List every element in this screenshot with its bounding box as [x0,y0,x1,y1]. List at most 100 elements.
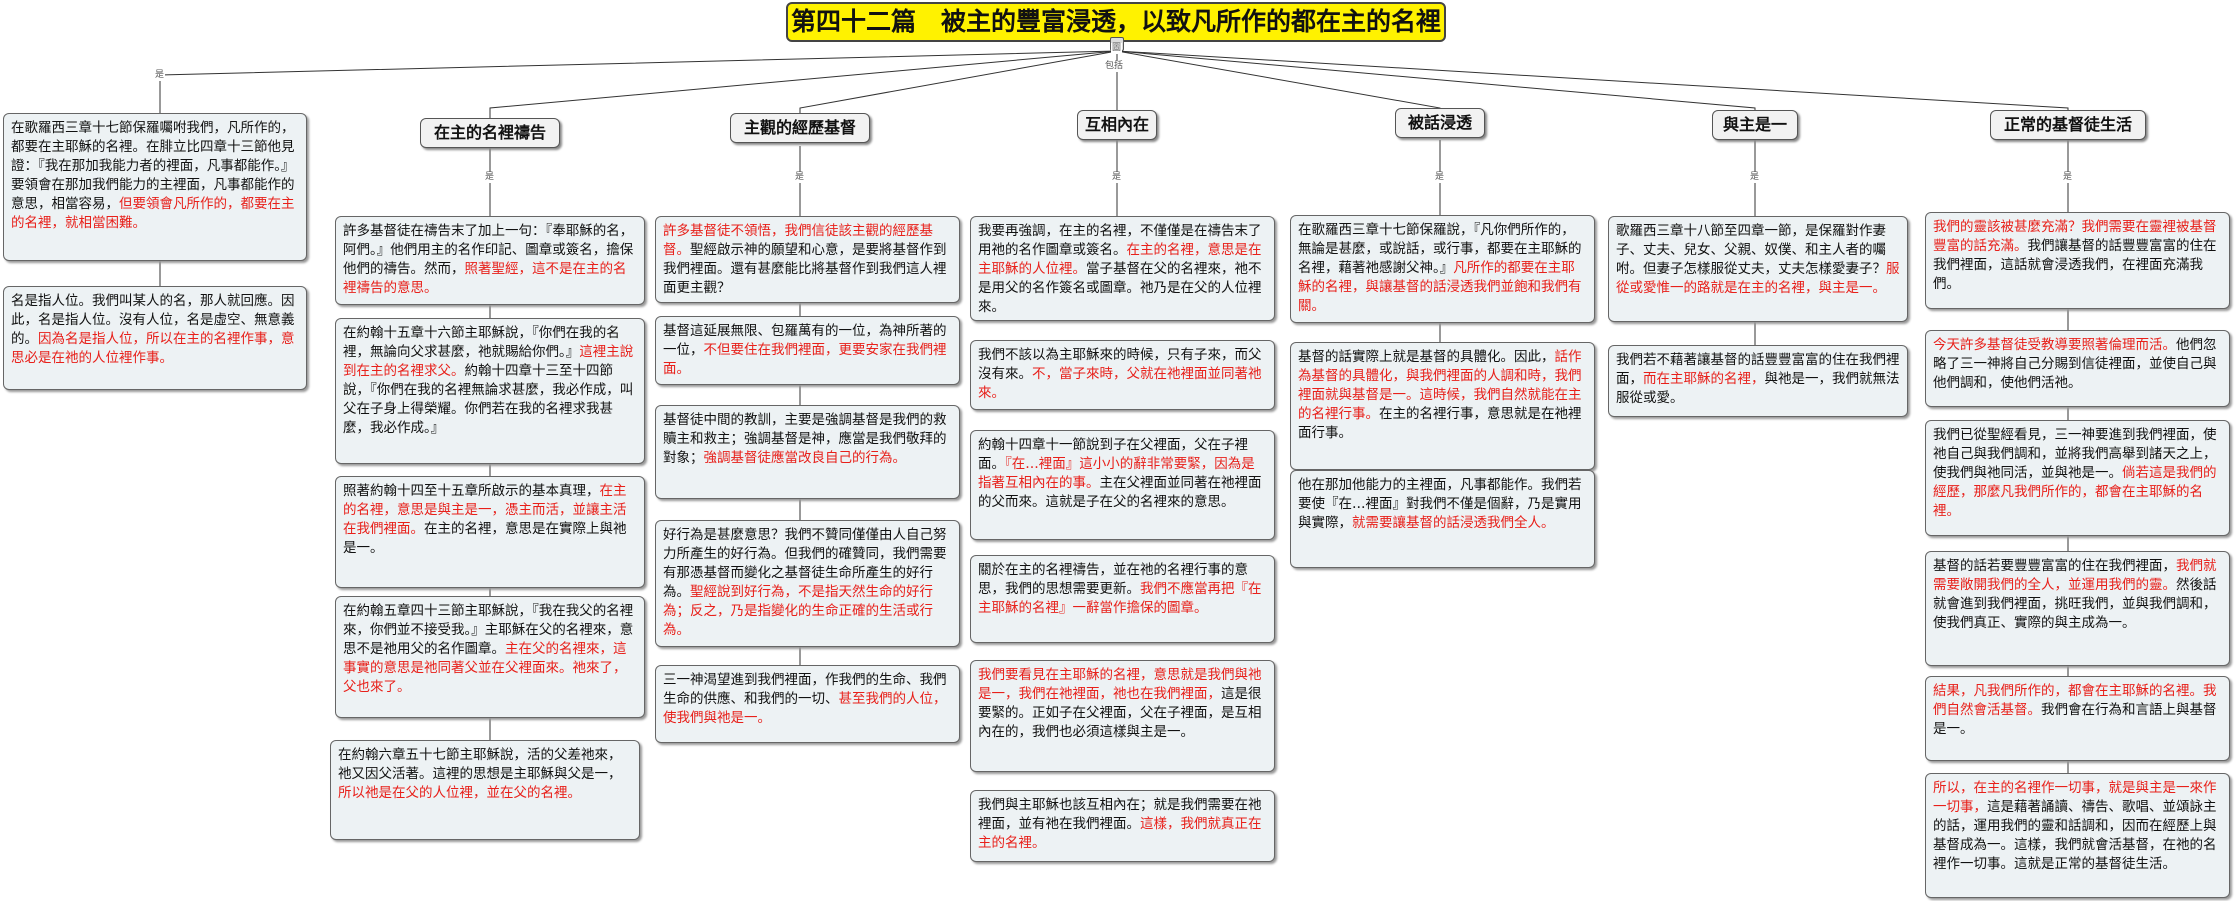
highlight-text: 所以祂是在父的人位裡，並在父的名裡。 [338,785,581,801]
card-text: 我們若不藉著讓基督的話豐豐富富的住在我們裡面， [1616,352,1900,387]
card-text: 基督徒中間的教訓，主要是強調基督是我們的救贖主和救主；強調基督是神，應當是我們敬… [663,412,947,466]
connector-label-col-4: 是 [1749,172,1761,183]
highlight-text: 我們就需要敞開我們的全人，並運用我們的靈。 [1933,558,2217,593]
topic-card[interactable]: 所以，在主的名裡作一切事，就是與主是一來作一切事，這是藉著誦讀、禱告、歌唱、並頌… [1925,773,2230,898]
card-text: 我們不該以為主耶穌來的時候，只有子來，而父沒有來。 [978,347,1262,382]
highlight-text: 『在…裡面』這小小的辭非常要緊，因為是指著互相內在的事。 [978,456,1255,491]
highlight-text: 強調基督徒應當改良自己的行為。 [703,450,907,466]
card-text: 我們已從聖經看見，三一神要進到我們裡面，使祂自己與我們調和，並將我們高舉到諸天之… [1933,427,2217,481]
card-text: 我們與主耶穌也該互相內在；就是我們需要在祂裡面，並有祂在我們裡面。 [978,797,1262,832]
highlight-text: 凡所作的都要在主耶穌的名裡，與讓基督的話浸透我們並飽和我們有關。 [1298,260,1582,314]
topic-card[interactable]: 基督徒中間的教訓，主要是強調基督是我們的救贖主和救主；強調基督是神，應當是我們敬… [655,405,960,499]
card-text: 聖經啟示神的願望和心意，是要將基督作到我們裡面。還有甚麼能比將基督作到我們這人裡… [663,242,947,296]
topic-card[interactable]: 歌羅西三章十八節至四章一節，是保羅對作妻子、丈夫、兒女、父親、奴僕、和主人者的囑… [1608,216,1908,322]
topic-card[interactable]: 在約翰十五章十六節主耶穌說，『你們在我的名裡，無論向父求甚麼，祂就賜給你們。』這… [335,318,645,464]
connector-label-col-5: 是 [2062,172,2074,183]
highlight-text: 服從或愛惟一的路就是在主的名裡，與主是一。 [1616,261,1900,296]
map-title[interactable]: 第四十二篇 被主的豐富浸透，以致凡所作的都在主的名裡 [786,2,1446,42]
card-text: 歌羅西三章十八節至四章一節，是保羅對作妻子、丈夫、兒女、父親、奴僕、和主人者的囑… [1616,223,1886,277]
card-text: 我要再強調，在主的名裡，不僅僅是在禱告末了用祂的名作圖章或簽名。 [978,223,1262,258]
card-text: 約翰十四章十一節說到子在父裡面，父在子裡面。 [978,437,1248,472]
highlight-text: 許多基督徒不領悟，我們信徒該主觀的經歷基督。 [663,223,933,258]
card-text: 當子基督在父的名裡來，祂不是用父的名作簽名或圖章。祂乃是在父的人位裡來。 [978,261,1262,315]
card-text: 基督的話若要豐豐富富的住在我們裡面， [1933,558,2176,574]
topic-card[interactable]: 基督的話實際上就是基督的具體化。因此，話作為基督的具體化，與我們裡面的人調和時，… [1290,342,1595,470]
topic-card[interactable]: 我們與主耶穌也該互相內在；就是我們需要在祂裡面，並有祂在我們裡面。這樣，我們就真… [970,790,1275,862]
topic-card[interactable]: 許多基督徒在禱告末了加上一句：『奉耶穌的名，阿們。』他們用主的名作印記、圖章或簽… [335,216,645,305]
highlight-text: 我們的靈該被甚麼充滿？我們需要在靈裡被基督豐富的話充滿。 [1933,219,2217,254]
card-text: 主在父裡面並同著在祂裡面的父而來。這就是子在父的名裡來的意思。 [978,475,1262,510]
column-heading[interactable]: 正常的基督徒生活 [1990,110,2146,140]
column-heading[interactable]: 主觀的經歷基督 [730,113,870,143]
highlight-text: 所以，在主的名裡作一切事，就是與主是一來作一切事， [1933,780,2217,815]
highlight-text: 結果，凡我們所作的，都會在主耶穌的名裡。我們自然會活基督。 [1933,683,2217,718]
topic-card[interactable]: 我們已從聖經看見，三一神要進到我們裡面，使祂自己與我們調和，並將我們高舉到諸天之… [1925,420,2230,536]
topic-card[interactable]: 我們不該以為主耶穌來的時候，只有子來，而父沒有來。不，當子來時，父就在祂裡面並同… [970,340,1275,410]
topic-card[interactable]: 在歌羅西三章十七節保羅說，『凡你們所作的，無論是甚麼，或說話，或行事，都要在主耶… [1290,215,1595,323]
card-text: 在約翰十五章十六節主耶穌說，『你們在我的名裡，無論向父求甚麼，祂就賜給你們。』 [343,325,620,360]
card-text: 這是很要緊的。正如子在父裡面，父在子裡面，是互相內在的，我們也必須這樣與主是一。 [978,686,1262,740]
intro-card[interactable]: 在歌羅西三章十七節保羅囑咐我們，凡所作的，都要在主耶穌的名裡。在腓立比四章十三節… [3,113,307,261]
card-text: 三一神渴望進到我們裡面，作我們的生命、我們生命的供應、和我們的一切、 [663,672,947,707]
topic-card[interactable]: 在約翰五章四十三節主耶穌說，『我在我父的名裡來，你們並不接受我。』主耶穌在父的名… [335,596,645,718]
card-text: 照著約翰十四至十五章所啟示的基本真理， [343,483,600,499]
card-text: 我們讓基督的話豐豐富富的住在我們裡面，這話就會浸透我們，在裡面充滿我們。 [1933,238,2217,292]
connector-label-col-3: 是 [1434,172,1446,183]
highlight-text: 話作為基督的具體化，與我們裡面的人調和時，我們裡面就與基督是一。這時候，我們自然… [1298,349,1582,422]
card-text: 他在那加他能力的主裡面，凡事都能作。我們若要使『在…裡面』對我們不僅是個辭，乃是… [1298,477,1582,531]
column-heading[interactable]: 在主的名裡禱告 [420,118,560,148]
card-text: 在主的名裡，意思是在實際上與祂是一。 [343,521,627,556]
connector-label-col-1: 是 [794,172,806,183]
highlight-text: 我們要看見在主耶穌的名裡，意思就是我們與祂是一，我們在祂裡面，祂也在我們裡面， [978,667,1262,702]
column-heading[interactable]: 互相內在 [1077,110,1157,140]
topic-card[interactable]: 約翰十四章十一節說到子在父裡面，父在子裡面。『在…裡面』這小小的辭非常要緊，因為… [970,430,1275,540]
topic-card[interactable]: 許多基督徒不領悟，我們信徒該主觀的經歷基督。聖經啟示神的願望和心意，是要將基督作… [655,216,960,303]
topic-card[interactable]: 我們要看見在主耶穌的名裡，意思就是我們與祂是一，我們在祂裡面，祂也在我們裡面，這… [970,660,1275,772]
connector-label-root: 圖 [1111,43,1123,54]
card-text: 基督這延展無限、包羅萬有的一位，為神所著的一位， [663,323,947,358]
highlight-text: 不，當子來時，父就在祂裡面並同著祂來。 [978,366,1262,401]
topic-card[interactable]: 照著約翰十四至十五章所啟示的基本真理，在主的名裡，意思是與主是一，憑主而活，並讓… [335,476,645,588]
topic-card[interactable]: 在約翰六章五十七節主耶穌說，活的父差祂來，祂又因父活著。這裡的思想是主耶穌與父是… [330,740,640,840]
highlight-text: 就需要讓基督的話浸透我們全人。 [1352,515,1555,531]
highlight-text: 今天許多基督徒受教導要照著倫理而活。 [1933,337,2176,353]
highlight-text: 在主的名裡，意思是在主耶穌的人位裡。 [978,242,1262,277]
highlight-text: 而在主耶穌的名裡， [1643,371,1765,387]
connector-label-intro: 是 [154,70,166,81]
intro-card[interactable]: 名是指人位。我們叫某人的名，那人就回應。因此，名是指人位。沒有人位，名是虛空、無… [3,286,307,390]
topic-card[interactable]: 我們的靈該被甚麼充滿？我們需要在靈裡被基督豐富的話充滿。我們讓基督的話豐豐富富的… [1925,212,2230,309]
card-text: 許多基督徒在禱告末了加上一句：『奉耶穌的名，阿們。』他們用主的名作印記、圖章或簽… [343,223,634,277]
topic-card[interactable]: 基督的話若要豐豐富富的住在我們裡面，我們就需要敞開我們的全人，並運用我們的靈。然… [1925,551,2230,666]
card-text: 與祂是一，我們就無法服從或愛。 [1616,371,1900,406]
highlight-text: 在主的名裡，意思是與主是一，憑主而活，並讓主活在我們裡面。 [343,483,627,537]
topic-card[interactable]: 好行為是甚麼意思？我們不贊同僅僅由人自己努力所產生的好行為。但我們的確贊同，我們… [655,520,960,647]
card-text: 在歌羅西三章十七節保羅說，『凡你們所作的，無論是甚麼，或說話，或行事，都要在主耶… [1298,222,1582,276]
topic-card[interactable]: 今天許多基督徒受教導要照著倫理而活。他們忽略了三一神將自己分賜到信徒裡面，並使自… [1925,330,2230,407]
highlight-text: 甚至我們的人位，使我們與祂是一。 [663,691,947,726]
topic-card[interactable]: 基督這延展無限、包羅萬有的一位，為神所著的一位，不但要住在我們裡面，更要安家在我… [655,316,960,385]
card-text: 約翰十四章十三至十四節說，『你們在我的名裡無論求甚麼，我必作成，叫父在子身上得榮… [343,363,634,436]
topic-card[interactable]: 三一神渴望進到我們裡面，作我們的生命、我們生命的供應、和我們的一切、甚至我們的人… [655,665,960,743]
topic-card[interactable]: 我要再強調，在主的名裡，不僅僅是在禱告末了用祂的名作圖章或簽名。在主的名裡，意思… [970,216,1275,321]
column-heading[interactable]: 與主是一 [1712,110,1798,140]
card-text: 基督的話實際上就是基督的具體化。因此， [1298,349,1555,365]
highlight-text: 照著聖經，這不是在主的名裡禱告的意思。 [343,261,627,296]
connector-label-col-0: 是 [484,172,496,183]
card-text: 這是藉著誦讀、禱告、歌唱、並頌詠主的話，運用我們的靈和話調和，因而在經歷上與基督… [1933,799,2217,872]
topic-card[interactable]: 我們若不藉著讓基督的話豐豐富富的住在我們裡面，而在主耶穌的名裡，與祂是一，我們就… [1608,345,1908,417]
highlight-text: 不但要住在我們裡面，更要安家在我們裡面。 [663,342,947,377]
topic-card[interactable]: 他在那加他能力的主裡面，凡事都能作。我們若要使『在…裡面』對我們不僅是個辭，乃是… [1290,470,1595,568]
card-text: 關於在主的名裡禱告，並在祂的名裡行事的意思，我們的思想需要更新。 [978,562,1248,597]
card-text: 然後話就會進到我們裡面，挑旺我們，並與我們調和，使我們真正、實際的與主成為一。 [1933,577,2217,631]
topic-card[interactable]: 關於在主的名裡禱告，並在祂的名裡行事的意思，我們的思想需要更新。我們不應當再把『… [970,555,1275,643]
highlight-text: 聖經說到好行為，不是指天然生命的好行為；反之，乃是指變化的生命正確的生活或行為。 [663,584,933,638]
card-text: 在約翰五章四十三節主耶穌說，『我在我父的名裡來，你們並不接受我。』主耶穌在父的名… [343,603,634,657]
highlight-text: 因為名是指人位，所以在主的名裡作事，意思必是在祂的人位裡作事。 [11,331,295,366]
topic-card[interactable]: 結果，凡我們所作的，都會在主耶穌的名裡。我們自然會活基督。我們會在行為和言語上與… [1925,676,2230,761]
highlight-text: 但要領會凡所作的，都要在主的名裡，就相當困難。 [11,196,295,231]
highlight-text: 主在父的名裡來，這事實的意思是祂同著父並在父裡面來。祂來了，父也來了。 [343,641,627,695]
highlight-text: 倘若這是我們的經歷，那麼凡我們所作的，都會在主耶穌的名裡。 [1933,465,2217,519]
column-heading[interactable]: 被話浸透 [1395,108,1485,138]
highlight-text: 這裡主說到在主的名裡求父。 [343,344,634,379]
card-text: 在歌羅西三章十七節保羅囑咐我們，凡所作的，都要在主耶穌的名裡。在腓立比四章十三節… [11,120,295,212]
